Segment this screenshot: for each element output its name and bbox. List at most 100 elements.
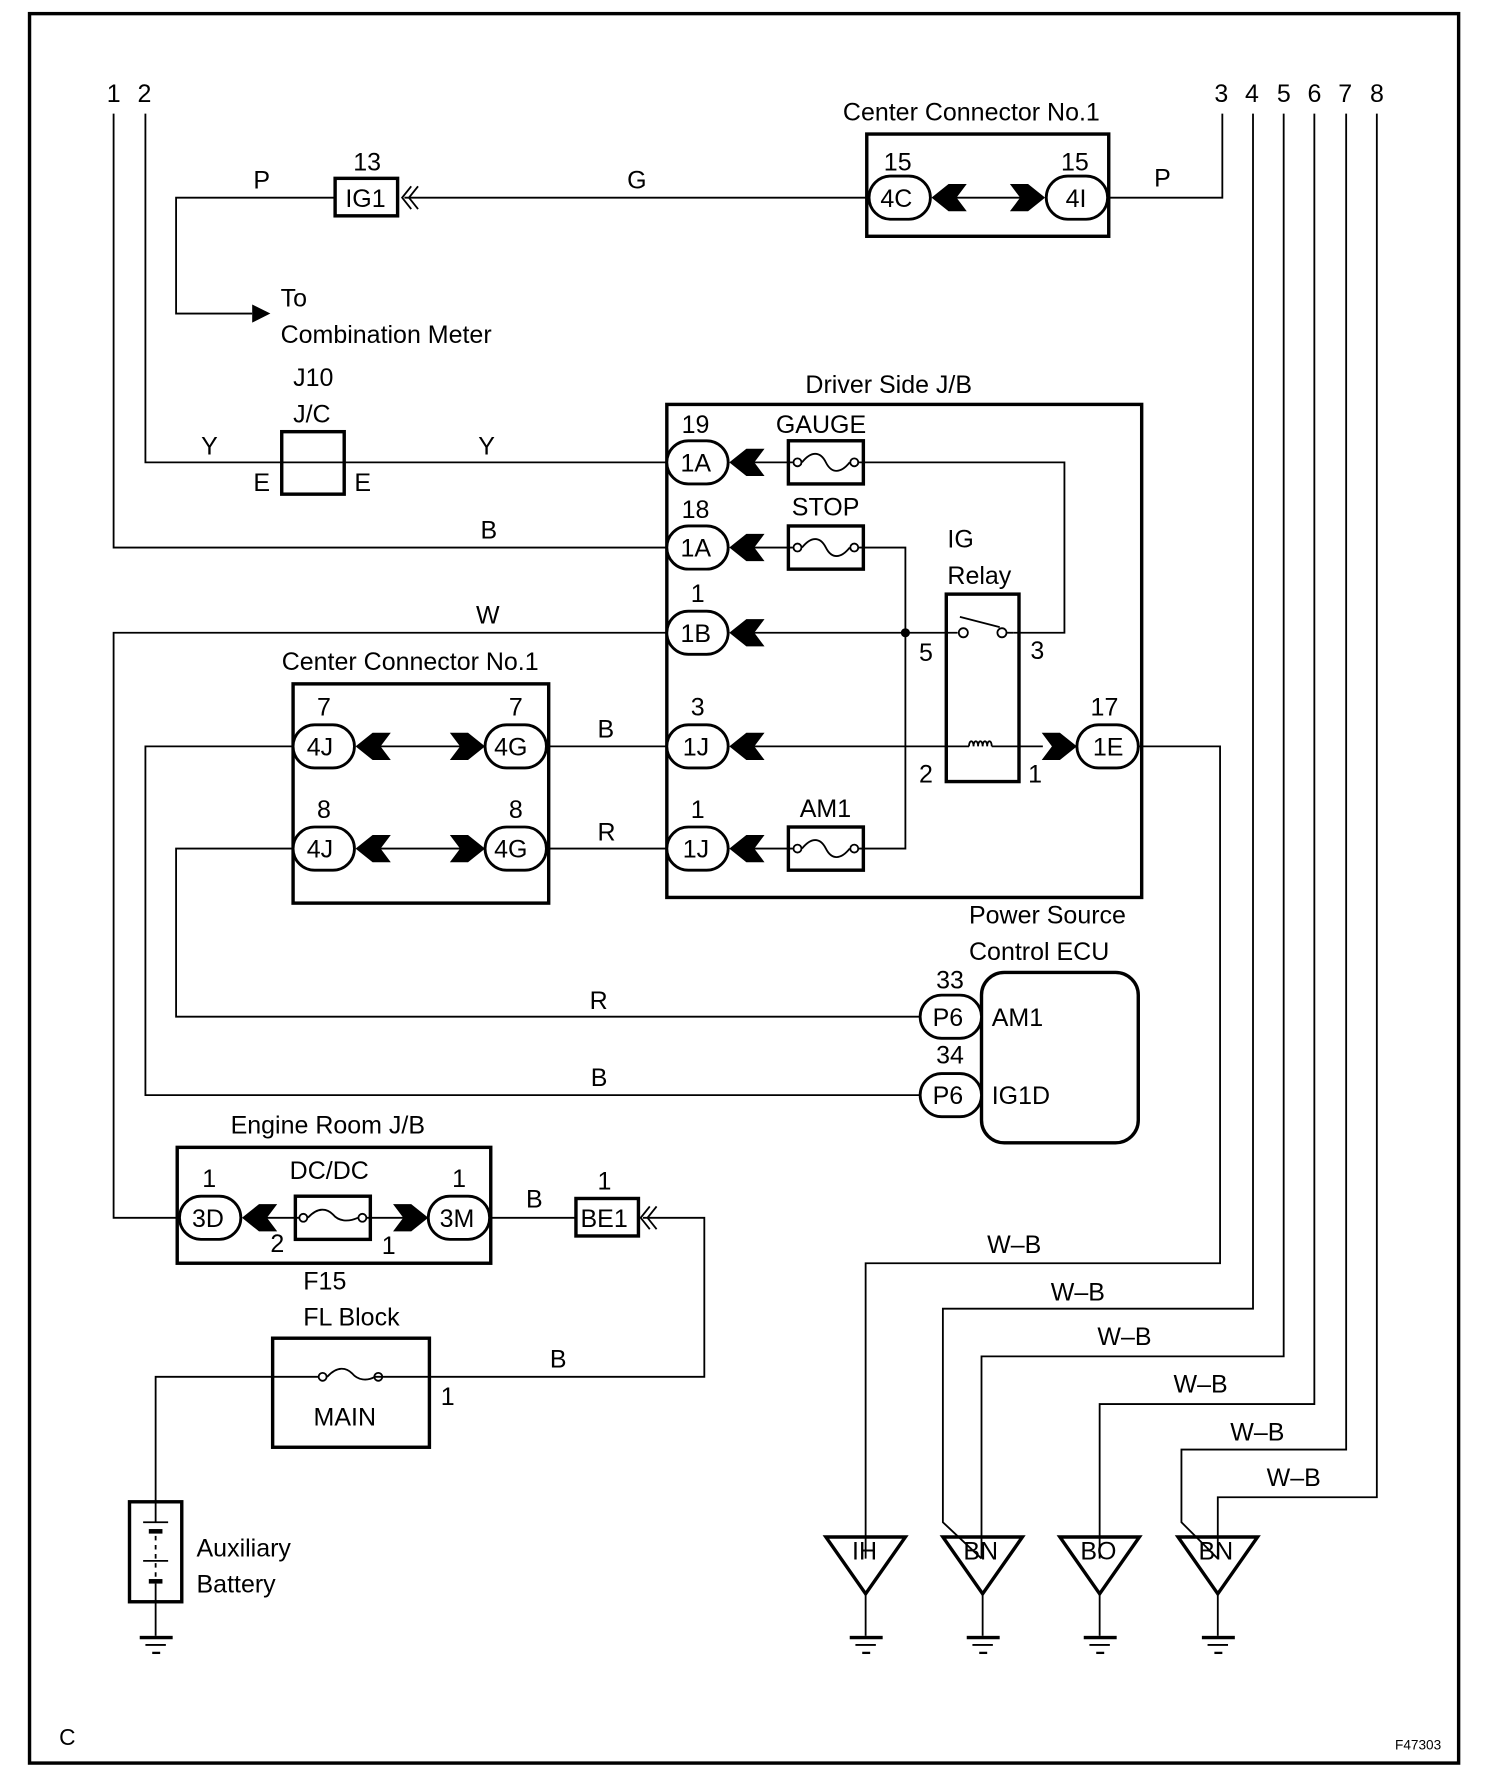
relay-switch-icon — [959, 615, 1000, 628]
center-connector-top-title: Center Connector No.1 — [843, 98, 1100, 126]
ig-relay: IG Relay 5 3 2 1 — [919, 526, 1044, 789]
wire-color-g: G — [627, 167, 646, 195]
pin-4c-number: 15 — [884, 148, 912, 176]
ecu-pin-33-label: P6 — [933, 1004, 964, 1032]
ig-relay-title-2: Relay — [947, 562, 1011, 590]
ground-bn-2-label: BN — [1198, 1538, 1233, 1566]
wire-color-wb-4: W–B — [1173, 1371, 1227, 1399]
terminal-1-label: 1 — [107, 80, 121, 108]
battery-label-1: Auxiliary — [197, 1534, 292, 1562]
ground-point-bn-1: BN — [939, 1535, 1026, 1655]
jb-pin-1e-number: 17 — [1091, 694, 1119, 722]
wire-b-ecu — [144, 745, 921, 1097]
wire-b-fl — [374, 1216, 706, 1378]
fuse-stop-icon — [786, 524, 866, 571]
pin-4j-8-number: 8 — [317, 796, 331, 824]
fuse-am1-icon — [786, 825, 866, 872]
wire-color-r-ecu: R — [590, 987, 608, 1015]
be1-label: BE1 — [580, 1205, 627, 1233]
jb-pin-1b-label: 1B — [680, 620, 711, 648]
pin-3d-label: 3D — [192, 1205, 224, 1233]
be1-pin-number: 1 — [598, 1167, 612, 1195]
terminal-2-label: 2 — [137, 80, 151, 108]
ground-bo-label: BO — [1080, 1538, 1116, 1566]
pin-4g-7-label: 4G — [494, 733, 527, 761]
jb-pin-1b-number: 1 — [691, 580, 705, 608]
power-source-control-ecu: Power Source Control ECU 33 P6 AM1 34 P6… — [918, 902, 1140, 1145]
terminal-5-label: 5 — [1277, 80, 1291, 108]
center-connector-top: Center Connector No.1 15 4C 15 4I — [843, 98, 1111, 238]
fuse-stop-label: STOP — [792, 494, 860, 522]
wire-color-b-be1: B — [526, 1186, 543, 1214]
fl-block-title: FL Block — [303, 1304, 400, 1332]
ground-point-bo: BO — [1056, 1535, 1143, 1655]
ground-bn-1-label: BN — [963, 1538, 998, 1566]
ig1-junction: 13 IG1 — [333, 148, 419, 218]
wire-color-b-ecu: B — [591, 1064, 608, 1092]
wire-color-wb-2: W–B — [1051, 1279, 1105, 1307]
jb-pin-1a-19-label: 1A — [680, 449, 711, 477]
relay-pin-2: 2 — [919, 761, 933, 789]
wire-terminal-6 — [1098, 113, 1316, 1559]
ig-relay-title-1: IG — [947, 526, 973, 554]
wire-y — [144, 113, 668, 464]
pin-4g-8-label: 4G — [494, 836, 527, 864]
wire-w — [112, 631, 668, 1219]
jb-pin-1e-label: 1E — [1093, 733, 1124, 761]
pin-3d-number: 1 — [202, 1165, 216, 1193]
jb-pin-19-number: 19 — [682, 411, 710, 439]
pin-3m-label: 3M — [440, 1205, 475, 1233]
j10-type: J/C — [293, 401, 330, 429]
ig1-label: IG1 — [345, 185, 385, 213]
relay-coil-icon — [968, 740, 993, 747]
wire-color-wb-6: W–B — [1267, 1464, 1321, 1492]
fuse-main-icon — [317, 1367, 384, 1382]
wire-terminal-8 — [1216, 113, 1378, 1559]
terminal-7-label: 7 — [1338, 80, 1352, 108]
jb-pin-1a-18-label: 1A — [680, 535, 711, 563]
diagram-frame — [27, 11, 1461, 1765]
jb-pin-1j-3-number: 3 — [691, 694, 705, 722]
ecu-signal-ig1d: IG1D — [992, 1082, 1050, 1110]
ecu-title-1: Power Source — [969, 902, 1126, 930]
wire-color-y-right: Y — [478, 432, 495, 460]
fuse-gauge-icon — [786, 439, 866, 486]
wire-color-b-stop: B — [481, 516, 498, 544]
ground-point-bn-2: BN — [1174, 1535, 1261, 1655]
wire-terminal-7 — [1180, 113, 1348, 1560]
fl-block: FL Block MAIN 1 — [270, 1304, 455, 1449]
ecu-pin-33-number: 33 — [936, 966, 964, 994]
to-meter-line1: To — [281, 285, 307, 313]
wire-color-wb-1: W–B — [987, 1231, 1041, 1259]
jb-pin-18-number: 18 — [682, 496, 710, 524]
wire-color-w: W — [476, 602, 500, 630]
relay-switch-contact — [996, 627, 1008, 639]
terminal-6-label: 6 — [1308, 80, 1322, 108]
wire-p-right — [1108, 113, 1224, 199]
ground-ih-label: IH — [852, 1538, 877, 1566]
wire-battery — [154, 1375, 319, 1502]
fuse-gauge-label: GAUGE — [776, 411, 866, 439]
center-connector-mid: Center Connector No.1 7 4J 7 4G 8 4J 8 4… — [282, 648, 551, 905]
wire-color-wb-3: W–B — [1097, 1323, 1151, 1351]
be1-junction: 1 BE1 — [574, 1167, 658, 1238]
wire-p-to-meter — [175, 196, 337, 323]
wire-r-ecu — [175, 847, 921, 1018]
ig1-pin-number: 13 — [353, 148, 381, 176]
pin-4i-label: 4I — [1066, 185, 1087, 213]
figure-id: F47303 — [1395, 1737, 1441, 1752]
pin-4g-8-number: 8 — [509, 796, 523, 824]
terminal-4-label: 4 — [1245, 80, 1259, 108]
jb-pin-1j-3-label: 1J — [683, 733, 709, 761]
pin-3m-number: 1 — [452, 1165, 466, 1193]
relay-pin-3: 3 — [1030, 637, 1044, 665]
j10-left-pin: E — [253, 469, 270, 497]
wire-terminal-5 — [980, 113, 1285, 1559]
pin-4j-7-label: 4J — [307, 733, 333, 761]
ground-point-ih: IH — [822, 1535, 909, 1655]
j10-junction-connector: J10 J/C E E — [253, 364, 371, 497]
ecu-signal-am1: AM1 — [992, 1004, 1043, 1032]
wire-color-b-4g: B — [598, 715, 615, 743]
pin-4c-label: 4C — [880, 185, 912, 213]
